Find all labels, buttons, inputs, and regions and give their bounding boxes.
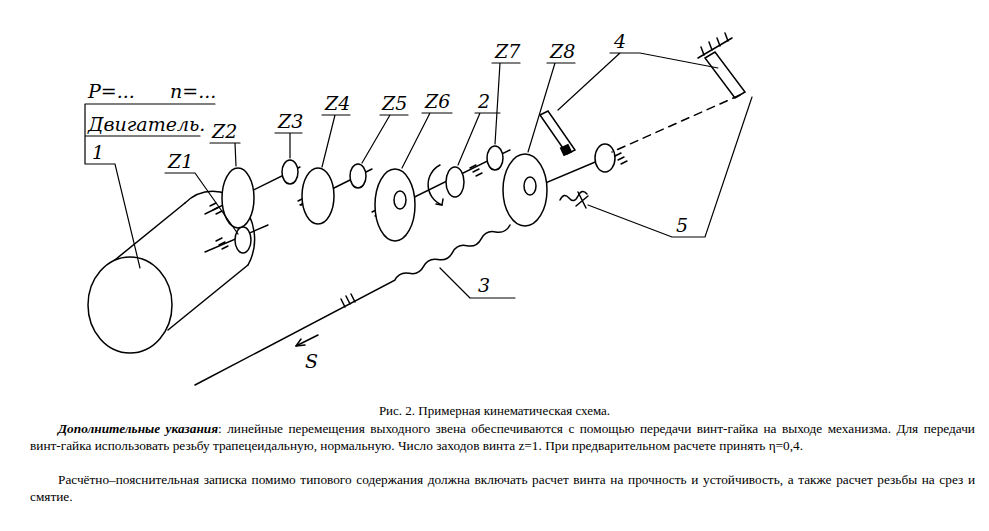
screw-stroke	[296, 339, 305, 346]
leader-lines-stroke	[588, 97, 752, 237]
clutch-2	[428, 165, 443, 205]
shafts	[205, 150, 627, 252]
leader-lines-stroke	[458, 113, 500, 165]
clutch-2-stroke	[436, 199, 443, 205]
callout-number: 4	[614, 30, 626, 52]
shafts-stroke	[216, 238, 228, 249]
gears-stroke	[302, 168, 334, 224]
parameter-label: n=...	[170, 80, 216, 102]
gear-label: Z4	[325, 92, 350, 114]
gears-stroke	[394, 191, 406, 209]
gears-stroke	[235, 227, 251, 253]
gears-stroke	[487, 146, 503, 170]
gears-stroke	[375, 169, 415, 241]
motor-stroke	[168, 265, 248, 330]
note-paragraph: Расчётно–пояснительная записка помимо ти…	[30, 471, 975, 505]
screw-stroke	[560, 191, 587, 200]
gear-label: Z5	[382, 92, 407, 114]
gears	[222, 144, 615, 253]
gear-label: Z8	[550, 40, 575, 62]
leader-lines-stroke	[85, 104, 215, 268]
nut-lever-4	[540, 33, 745, 155]
leader-lines-stroke	[558, 53, 718, 110]
motor-label: Двигатель.	[88, 113, 205, 135]
screw-stroke	[576, 192, 588, 208]
leader-lines-stroke	[322, 115, 350, 167]
gears-stroke	[503, 154, 547, 226]
shafts-stroke	[470, 165, 482, 176]
leader-lines-stroke	[275, 133, 302, 158]
gears-stroke	[595, 144, 615, 172]
callout-number: 2	[478, 90, 490, 112]
motor-stroke	[105, 203, 185, 268]
callout-number: 3	[478, 274, 490, 296]
leader-lines-stroke	[440, 268, 515, 298]
screw-stroke	[296, 335, 318, 346]
gear-label: Z7	[495, 40, 520, 62]
note-paragraph: Дополнительные указания: линейные переме…	[30, 420, 975, 454]
shafts-stroke	[615, 153, 627, 164]
feed-symbol: S	[305, 350, 318, 372]
nut-lever-4-stroke	[701, 33, 728, 55]
parameter-label: P=...	[88, 80, 135, 102]
screw-stroke	[195, 225, 510, 385]
callout-number: 5	[676, 214, 688, 236]
leader-lines-stroke	[492, 63, 520, 144]
leader-lines-stroke	[362, 115, 408, 163]
screw-stroke	[341, 294, 355, 307]
leader-lines	[85, 53, 752, 298]
gears-stroke	[524, 177, 536, 195]
note-heading: Дополнительные указания	[58, 421, 218, 436]
clutch-2-stroke	[428, 165, 442, 205]
nut-lever-4-stroke	[612, 95, 740, 152]
gear-label: Z6	[425, 90, 450, 112]
gear-label: Z2	[212, 120, 237, 142]
figure-caption: Рис. 2. Примерная кинематическая схема.	[0, 403, 989, 419]
screw	[195, 191, 588, 385]
nut-lever-4-stroke	[698, 38, 732, 58]
gears-stroke	[446, 167, 464, 197]
gears-stroke	[282, 160, 298, 184]
callout-number: 1	[92, 141, 104, 163]
leader-lines-stroke	[165, 173, 238, 234]
leader-lines-stroke	[402, 113, 452, 168]
nut-lever-4-stroke	[705, 52, 745, 98]
shafts-stroke	[205, 225, 268, 252]
gears-stroke	[350, 164, 366, 188]
gear-label: Z3	[278, 110, 303, 132]
leader-lines-stroke	[210, 143, 240, 166]
gear-label: Z1	[168, 150, 193, 172]
nut-lever-4-stroke	[561, 145, 572, 156]
leader-lines-stroke	[528, 63, 575, 152]
motor-stroke	[88, 257, 172, 353]
